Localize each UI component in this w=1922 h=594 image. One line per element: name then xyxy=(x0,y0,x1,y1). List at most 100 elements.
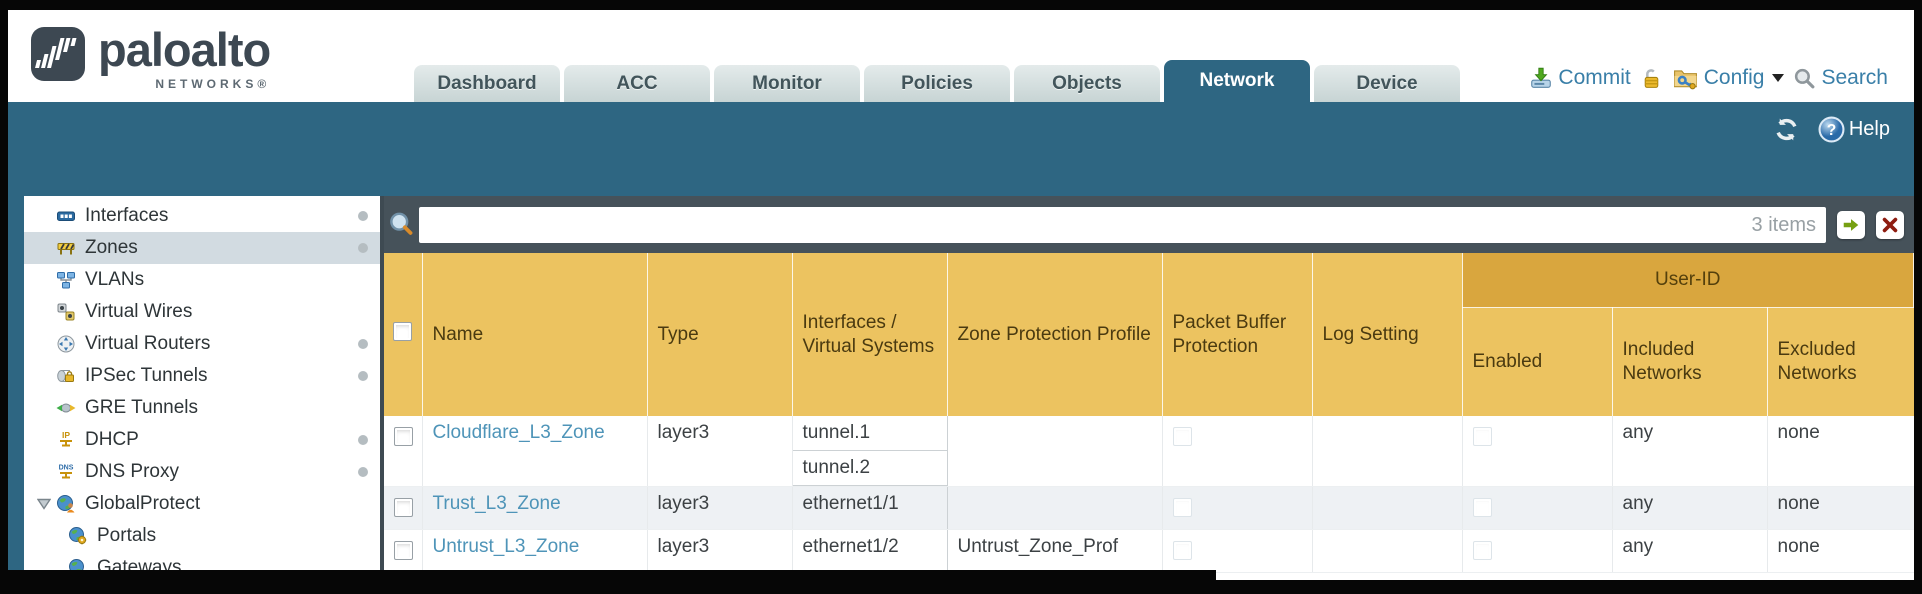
select-all-checkbox[interactable] xyxy=(393,321,412,341)
sidebar-item-portals[interactable]: Portals xyxy=(24,520,380,552)
config-icon xyxy=(1673,70,1697,90)
column-header-zone-protection-profile[interactable]: Zone Protection Profile xyxy=(947,253,1163,416)
lock-button[interactable] xyxy=(1640,67,1663,90)
sidebar-item-dns-proxy[interactable]: DNS DNS Proxy xyxy=(24,456,380,488)
user-id-enabled-checkbox[interactable] xyxy=(1472,541,1492,560)
sidebar-item-globalprotect[interactable]: GlobalProtect xyxy=(24,488,380,520)
zone-name-link[interactable]: Cloudflare_L3_Zone xyxy=(432,422,605,443)
search-label: Search xyxy=(1821,66,1888,89)
row-select-cell xyxy=(384,529,423,573)
tab-monitor[interactable]: Monitor xyxy=(714,65,860,102)
sidebar-item-label: Portals xyxy=(97,525,157,546)
sidebar-item-label: VLANs xyxy=(85,269,145,290)
sidebar-item-interfaces[interactable]: Interfaces xyxy=(24,200,380,232)
sub-header-band: ? Help xyxy=(8,102,1914,196)
log-setting-cell xyxy=(1312,486,1463,530)
logo-subtext: NETWORKS® xyxy=(155,77,271,91)
config-menu[interactable]: Config xyxy=(1672,66,1785,90)
select-all-header[interactable] xyxy=(384,253,423,416)
tab-objects[interactable]: Objects xyxy=(1014,65,1160,102)
commit-button[interactable]: Commit xyxy=(1529,66,1631,90)
sidebar-item-label: Interfaces xyxy=(85,205,169,226)
user-id-enabled-checkbox[interactable] xyxy=(1472,498,1492,517)
excluded-networks-cell: none xyxy=(1767,416,1914,487)
help-button[interactable]: ? Help xyxy=(1818,116,1890,143)
tab-device[interactable]: Device xyxy=(1314,65,1460,102)
refresh-icon[interactable] xyxy=(1773,116,1800,143)
sidebar-item-label: Virtual Wires xyxy=(85,301,193,322)
zone-protection-profile-cell xyxy=(947,416,1163,487)
column-header-enabled[interactable]: Enabled xyxy=(1462,307,1613,416)
zone-interfaces-cell: ethernet1/2 xyxy=(791,529,948,573)
packet-buffer-protection-checkbox[interactable] xyxy=(1172,427,1192,446)
svg-text:DNS: DNS xyxy=(59,465,74,472)
included-networks-cell: any xyxy=(1612,416,1768,487)
sidebar-item-dhcp[interactable]: IP DHCP xyxy=(24,424,380,456)
tab-dashboard[interactable]: Dashboard xyxy=(414,65,560,102)
zone-name-link[interactable]: Trust_L3_Zone xyxy=(432,493,561,514)
sidebar-item-label: GlobalProtect xyxy=(85,493,201,514)
sidebar-item-label: Zones xyxy=(85,237,138,258)
user-id-group-header: User-ID xyxy=(1462,253,1914,308)
row-checkbox[interactable] xyxy=(394,541,413,560)
user-id-enabled-cell xyxy=(1462,529,1613,573)
sidebar-item-virtual-wires[interactable]: Virtual Wires xyxy=(24,296,380,328)
column-header-name[interactable]: Name xyxy=(422,253,648,416)
ipsec-tunnels-icon xyxy=(57,370,74,382)
user-id-enabled-cell xyxy=(1462,486,1613,530)
user-id-enabled-checkbox[interactable] xyxy=(1472,427,1492,446)
sidebar-item-label: GRE Tunnels xyxy=(85,397,198,418)
lock-icon xyxy=(1644,68,1659,88)
zone-name-cell: Trust_L3_Zone xyxy=(422,486,648,530)
zone-interfaces-cell: ethernet1/1 xyxy=(791,486,948,530)
virtual-wires-icon xyxy=(57,303,75,321)
window-edge xyxy=(0,570,1216,594)
commit-icon xyxy=(1531,67,1552,88)
globalprotect-icon xyxy=(57,495,75,513)
tab-acc[interactable]: ACC xyxy=(564,65,710,102)
packet-buffer-protection-cell xyxy=(1162,416,1313,487)
column-header-excluded-networks[interactable]: Excluded Networks xyxy=(1767,307,1914,416)
zones-content: 3 items xyxy=(384,196,1914,580)
sidebar-item-virtual-routers[interactable]: Virtual Routers xyxy=(24,328,380,360)
search-button[interactable]: Search xyxy=(1793,66,1888,90)
packet-buffer-protection-cell xyxy=(1162,486,1313,530)
tab-network[interactable]: Network xyxy=(1164,60,1310,102)
clear-filter-button[interactable] xyxy=(1876,210,1904,239)
column-header-type[interactable]: Type xyxy=(647,253,793,416)
column-header-log-setting[interactable]: Log Setting xyxy=(1312,253,1463,416)
packet-buffer-protection-checkbox[interactable] xyxy=(1172,541,1192,560)
included-networks-cell: any xyxy=(1612,529,1768,573)
row-select-cell xyxy=(384,416,423,487)
svg-text:?: ? xyxy=(1827,122,1837,139)
commit-label: Commit xyxy=(1558,66,1631,89)
interfaces-icon xyxy=(57,211,75,221)
apply-filter-button[interactable] xyxy=(1837,210,1865,239)
status-dot xyxy=(358,211,368,221)
main-nav-tabs: Dashboard ACC Monitor Policies Objects N… xyxy=(414,60,1464,102)
row-checkbox[interactable] xyxy=(394,427,413,446)
dhcp-icon: IP xyxy=(60,430,72,447)
zones-table: Name Type Interfaces / Virtual Systems Z… xyxy=(384,253,1914,573)
column-header-included-networks[interactable]: Included Networks xyxy=(1612,307,1768,416)
column-header-interfaces[interactable]: Interfaces / Virtual Systems xyxy=(792,253,948,416)
zone-interfaces-cell: tunnel.1 tunnel.2 xyxy=(791,416,948,487)
column-header-packet-buffer-protection[interactable]: Packet Buffer Protection xyxy=(1162,253,1313,416)
log-setting-cell xyxy=(1312,416,1463,487)
zone-protection-profile-cell: Untrust_Zone_Prof xyxy=(947,529,1163,573)
tab-policies[interactable]: Policies xyxy=(864,65,1010,102)
sidebar-item-vlans[interactable]: VLANs xyxy=(24,264,380,296)
sidebar-item-ipsec-tunnels[interactable]: IPSec Tunnels xyxy=(24,360,380,392)
app-window: paloalto NETWORKS® Dashboard ACC Monitor… xyxy=(8,10,1914,580)
filter-input[interactable] xyxy=(419,206,1826,243)
sidebar-item-gre-tunnels[interactable]: GRE Tunnels xyxy=(24,392,380,424)
expander-triangle-icon[interactable] xyxy=(32,498,56,510)
sidebar-divider xyxy=(380,196,384,580)
excluded-networks-cell: none xyxy=(1767,486,1914,530)
zone-type-cell: layer3 xyxy=(647,486,793,530)
row-checkbox[interactable] xyxy=(394,498,413,517)
packet-buffer-protection-checkbox[interactable] xyxy=(1172,498,1192,517)
zone-name-link[interactable]: Untrust_L3_Zone xyxy=(432,536,580,557)
logo-wordmark: paloalto xyxy=(98,23,271,76)
sidebar-item-zones[interactable]: Zones xyxy=(24,232,380,264)
